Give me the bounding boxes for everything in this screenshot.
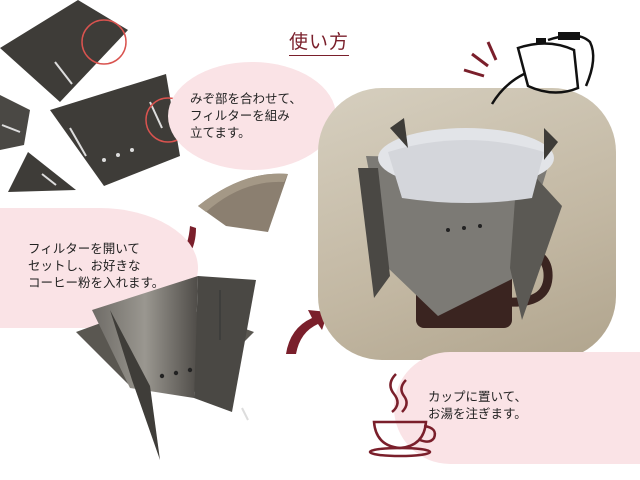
page-title: 使い方 — [289, 30, 350, 56]
filter-parts-image — [0, 0, 180, 192]
paper-filter-image — [198, 173, 288, 232]
kettle-icon — [463, 32, 595, 105]
step-3-text: カップに置いて、 お湯を注ぎます。 — [428, 389, 528, 421]
coffee-cup-icon — [368, 373, 437, 458]
step-1-bubble — [168, 62, 336, 170]
curved-arrow-icon — [286, 310, 328, 354]
assembled-filter-image — [76, 276, 256, 460]
groove-highlight-icon — [81, 19, 127, 65]
step-2-text: フィルターを開いて セットし、お好きな コーヒー粉を入れます。 — [28, 241, 165, 290]
brewing-photo — [318, 88, 616, 360]
step-1-text: みぞ部を合わせて、 フィルターを組み 立てます。 — [190, 91, 302, 140]
step-3-bubble — [394, 352, 640, 464]
